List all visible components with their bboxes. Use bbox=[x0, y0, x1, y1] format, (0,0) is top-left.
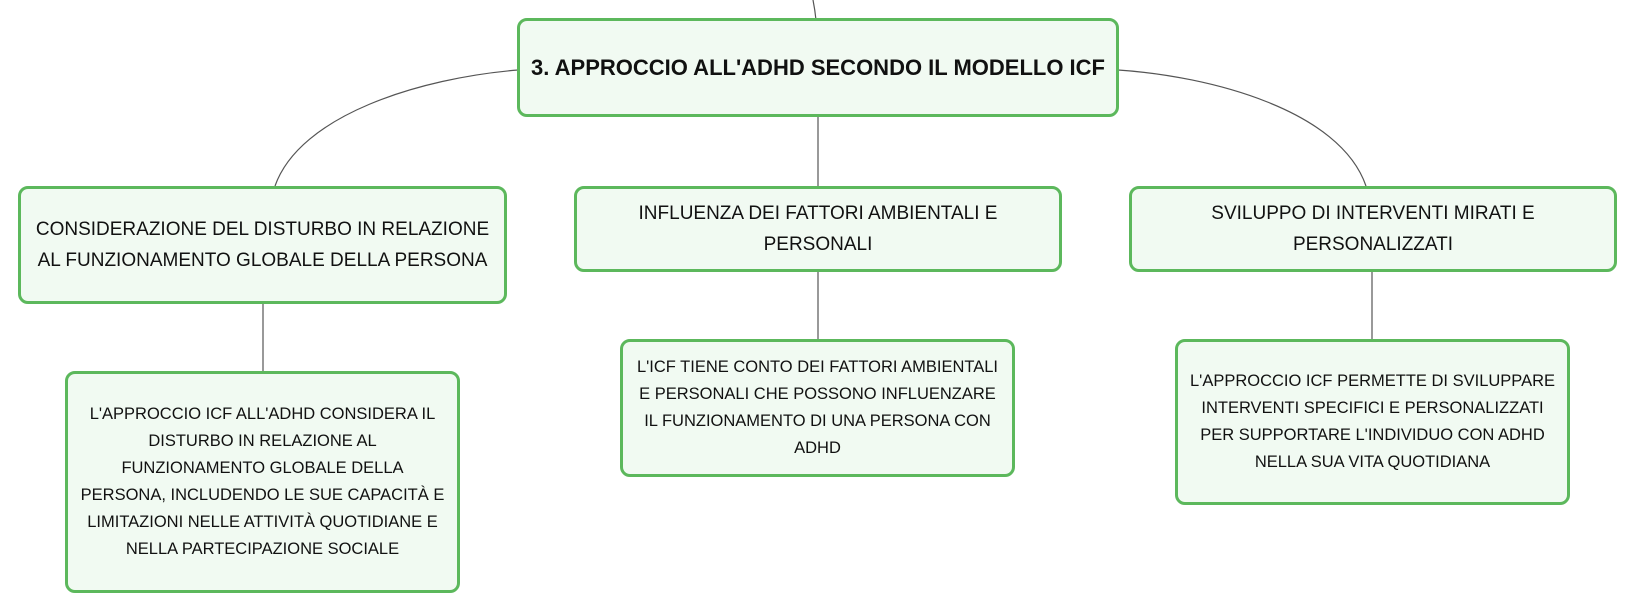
connector-parent-to-root bbox=[812, 0, 817, 21]
root-topic-title: 3. APPROCCIO ALL'ADHD SECONDO IL MODELLO… bbox=[531, 54, 1105, 80]
root-topic[interactable]: 3. APPROCCIO ALL'ADHD SECONDO IL MODELLO… bbox=[517, 18, 1119, 117]
branch-topic-2-label: INFLUENZA DEI FATTORI AMBIENTALI E PERSO… bbox=[638, 203, 998, 255]
connector-root-to-branch-3 bbox=[1117, 69, 1367, 187]
detail-topic-2-text: L'ICF TIENE CONTO DEI FATTORI AMBIENTALI… bbox=[636, 358, 999, 457]
detail-topic-1[interactable]: L'APPROCCIO ICF ALL'ADHD CONSIDERA IL DI… bbox=[65, 371, 460, 593]
connector-root-to-branch-1 bbox=[274, 69, 519, 187]
detail-topic-3-text: L'APPROCCIO ICF PERMETTE DI SVILUPPARE I… bbox=[1190, 372, 1555, 471]
branch-topic-1-label: CONSIDERAZIONE DEL DISTURBO IN RELAZIONE… bbox=[35, 219, 490, 271]
detail-topic-1-text: L'APPROCCIO ICF ALL'ADHD CONSIDERA IL DI… bbox=[80, 405, 445, 558]
branch-topic-3[interactable]: SVILUPPO DI INTERVENTI MIRATI E PERSONAL… bbox=[1129, 186, 1617, 272]
detail-topic-3[interactable]: L'APPROCCIO ICF PERMETTE DI SVILUPPARE I… bbox=[1175, 339, 1570, 505]
detail-topic-2[interactable]: L'ICF TIENE CONTO DEI FATTORI AMBIENTALI… bbox=[620, 339, 1015, 477]
branch-topic-1[interactable]: CONSIDERAZIONE DEL DISTURBO IN RELAZIONE… bbox=[18, 186, 507, 304]
branch-topic-3-label: SVILUPPO DI INTERVENTI MIRATI E PERSONAL… bbox=[1211, 203, 1535, 255]
branch-topic-2[interactable]: INFLUENZA DEI FATTORI AMBIENTALI E PERSO… bbox=[574, 186, 1062, 272]
